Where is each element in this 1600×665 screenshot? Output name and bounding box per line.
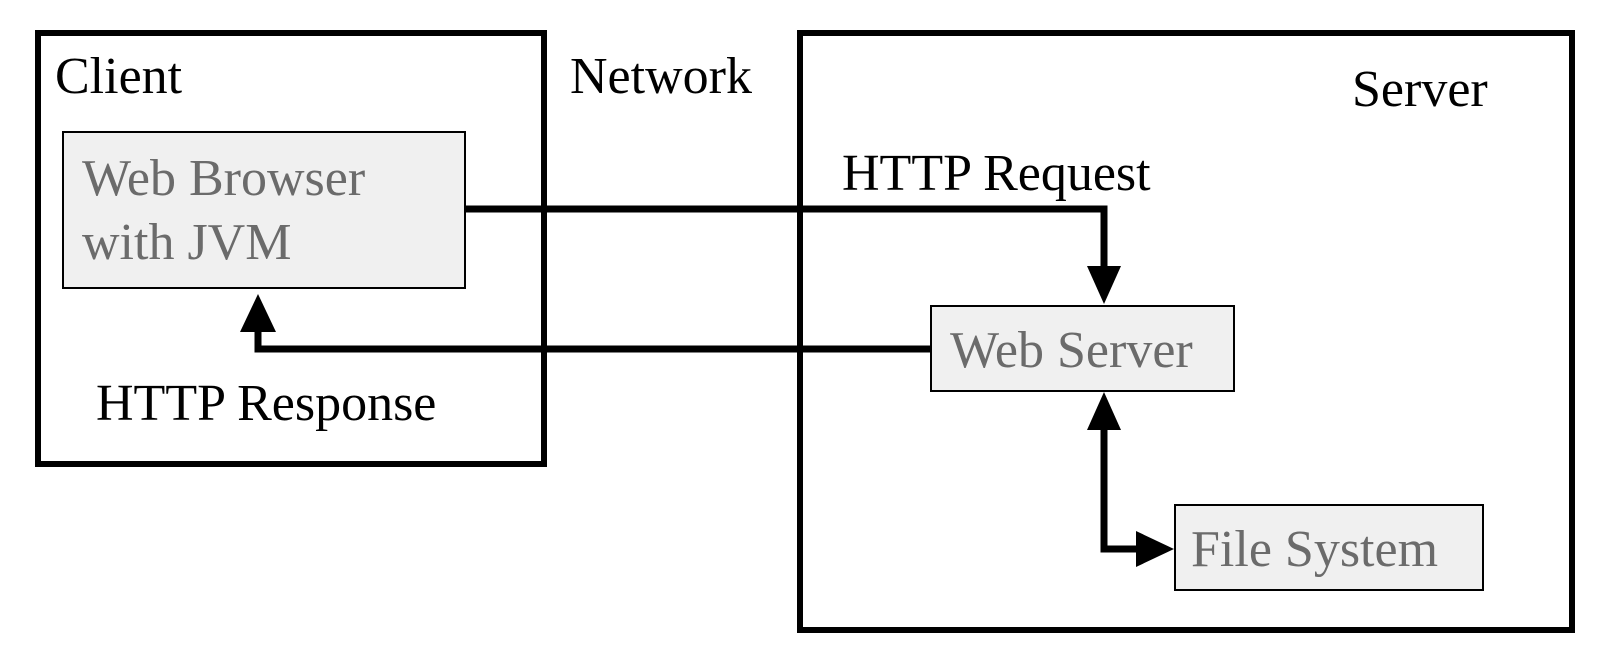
server-filesystem-edge: [1100, 428, 1138, 553]
client-title: Client: [55, 48, 183, 105]
http-response-edge: [254, 330, 930, 353]
server-title: Server: [1352, 61, 1488, 118]
http-response-arrowhead: [240, 294, 276, 332]
web-server-node: Web Server: [930, 305, 1235, 392]
web-browser-label-line1: Web Browser: [82, 150, 366, 207]
http-request-arrowhead: [1087, 266, 1121, 304]
server-filesystem-right-arrowhead: [1136, 531, 1174, 567]
http-request-edge: [466, 205, 1108, 268]
http-response-label: HTTP Response: [96, 375, 437, 432]
network-title: Network: [570, 48, 752, 105]
web-server-label: Web Server: [950, 322, 1193, 379]
file-system-label: File System: [1191, 521, 1439, 578]
web-browser-label-line2: with JVM: [82, 214, 292, 271]
client-region: [35, 30, 547, 467]
web-browser-node: Web Browser with JVM: [62, 131, 466, 289]
http-request-label: HTTP Request: [842, 145, 1151, 202]
server-region: [797, 30, 1575, 633]
file-system-node: File System: [1174, 504, 1484, 591]
server-filesystem-up-arrowhead: [1087, 392, 1121, 430]
